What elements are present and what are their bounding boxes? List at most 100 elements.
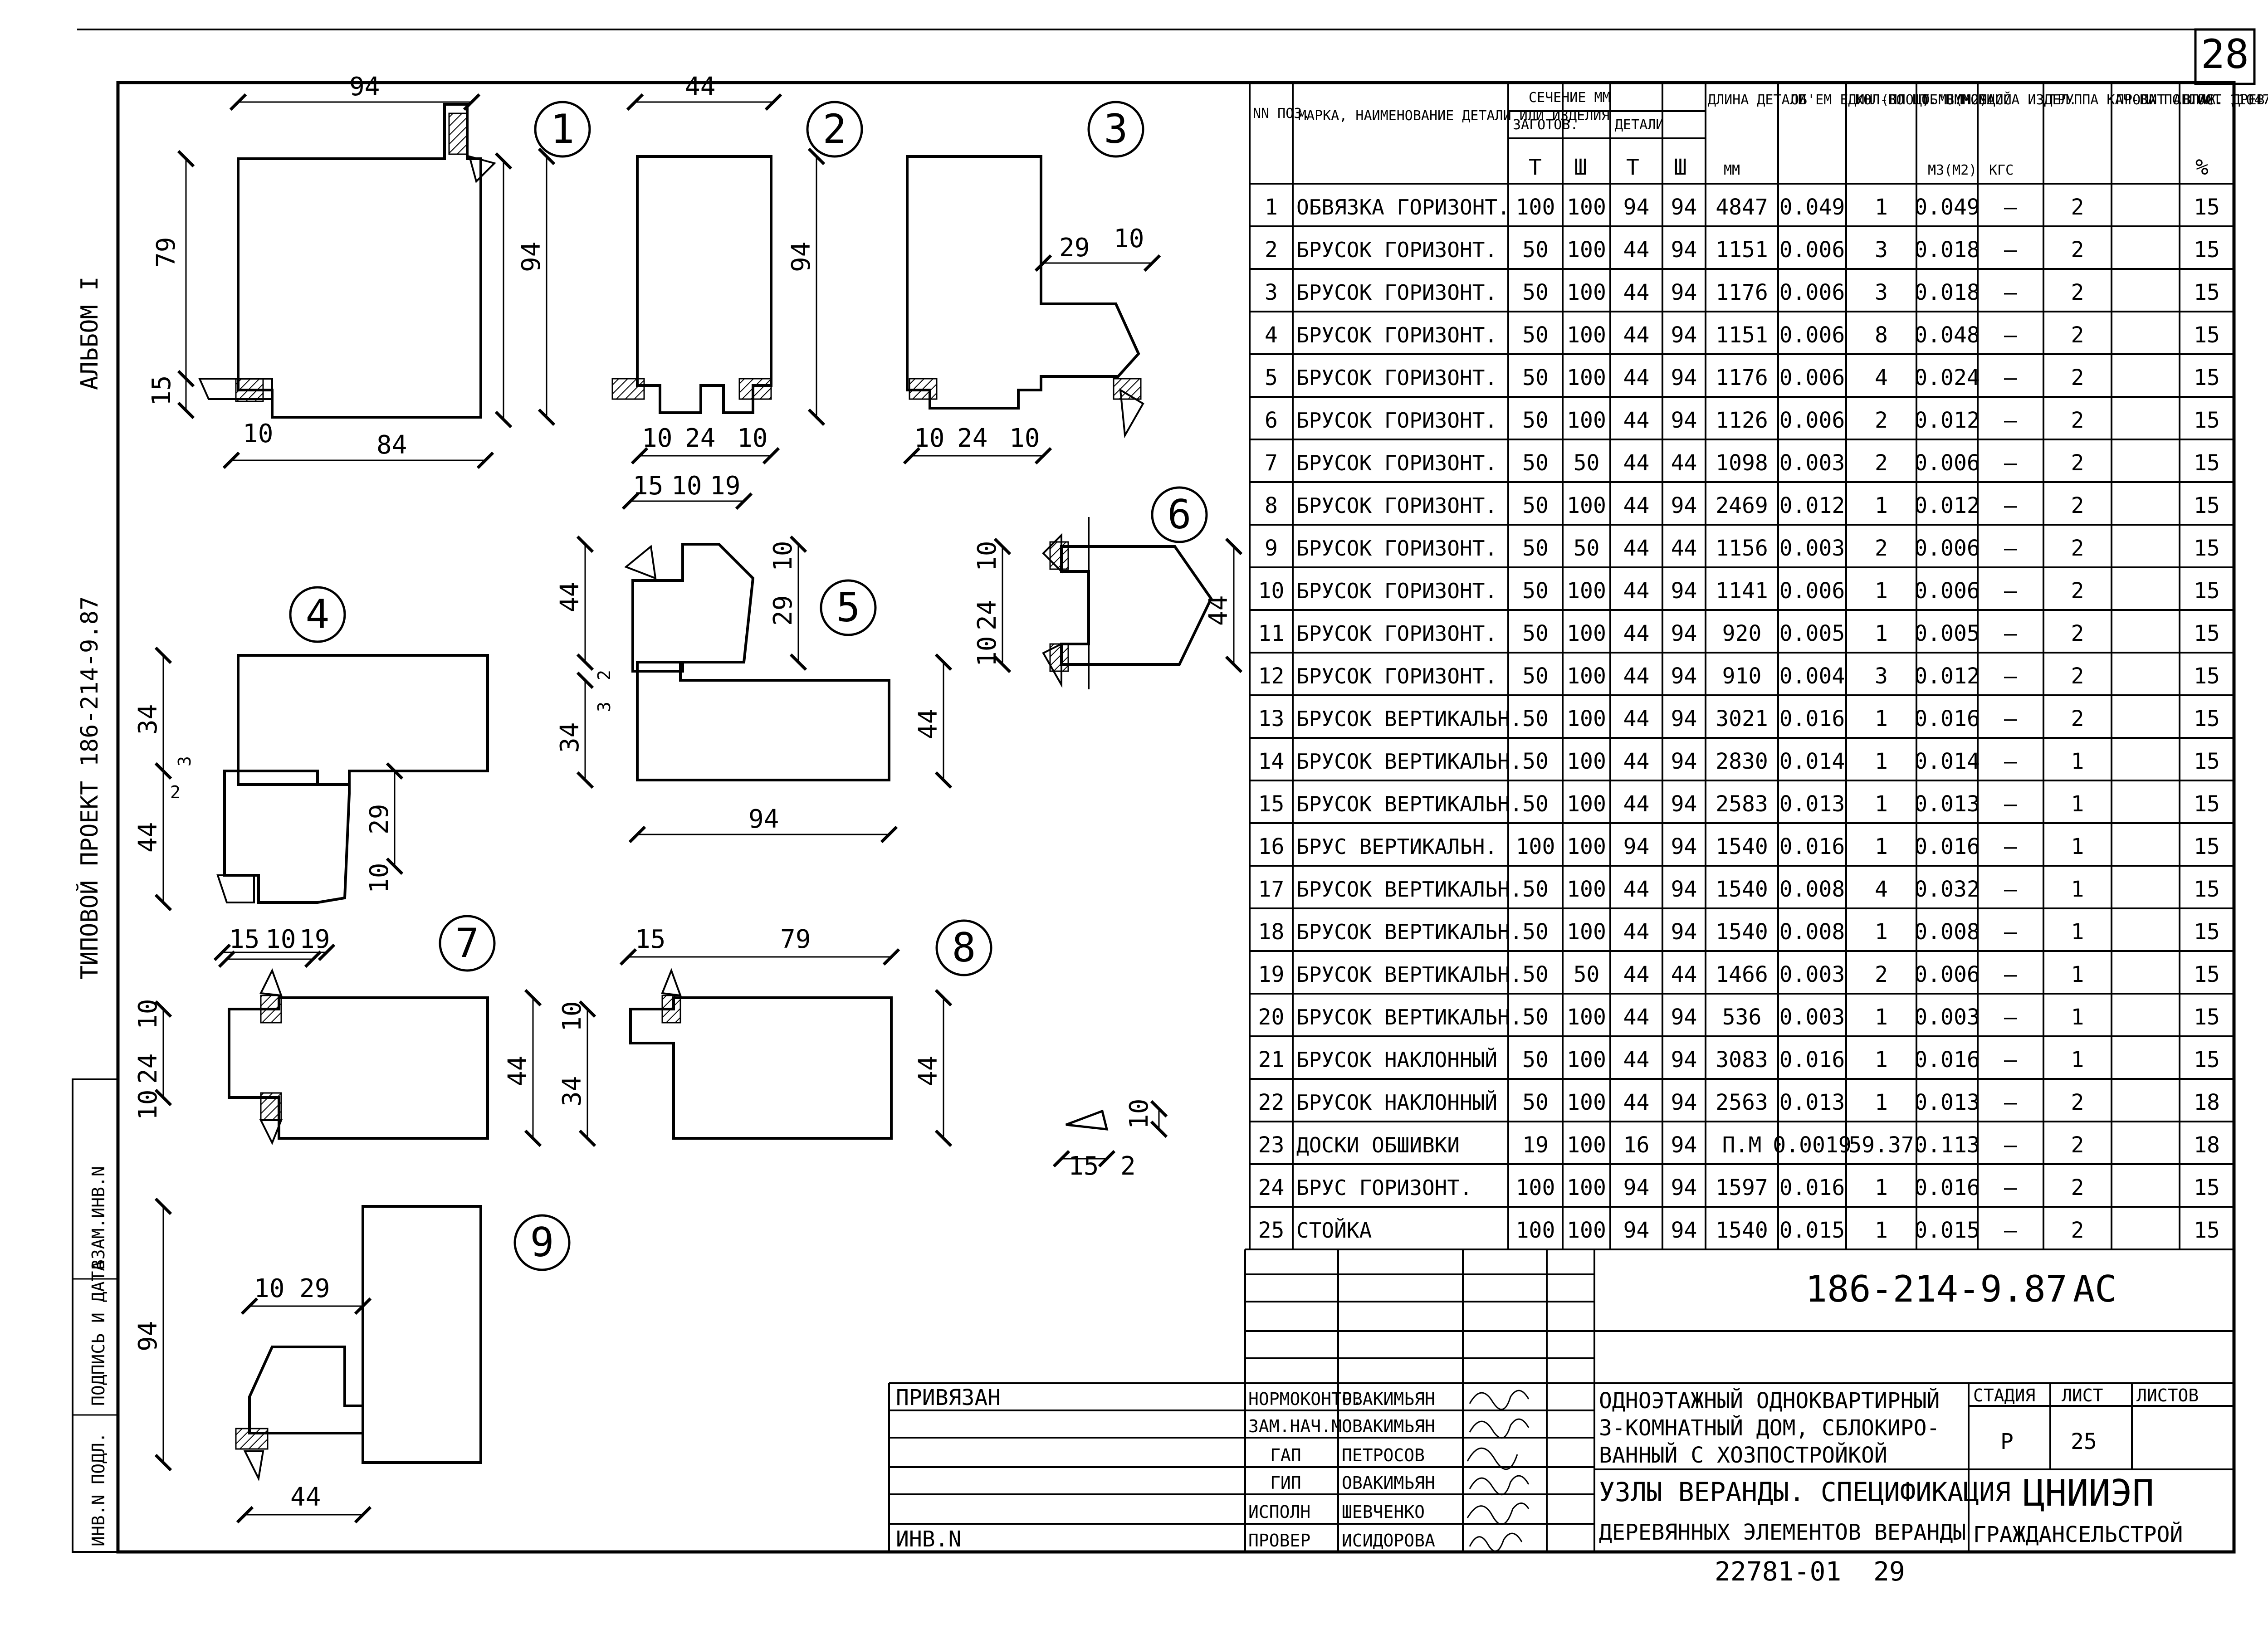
role-label: ИСПОЛН	[1248, 1502, 1310, 1522]
dim-text: 34	[555, 722, 585, 753]
archive-number: 22781-01	[1715, 1556, 1841, 1587]
table-cell: 50	[1522, 877, 1549, 902]
section-8	[578, 919, 992, 1147]
table-cell: 1151	[1716, 322, 1768, 348]
table-cell: 1	[2071, 791, 2084, 817]
table-cell: —	[2004, 365, 2017, 390]
table-cell: 0.012	[1914, 663, 1980, 689]
table-cell: 100	[1516, 834, 1555, 859]
doc-code: 186-214-9.87	[1805, 1268, 2068, 1310]
table-cell: 94	[1671, 1047, 1697, 1073]
table-cell: 0.003	[1914, 1005, 1980, 1030]
table-cell: —	[2004, 493, 2017, 518]
section-number-7: 7	[455, 920, 479, 966]
table-cell: —	[2004, 621, 2017, 646]
person-name: ОВАКИМЬЯН	[1342, 1416, 1435, 1436]
table-cell: 3	[1265, 280, 1278, 305]
table-cell: 0.008	[1914, 919, 1980, 945]
table-cell: 24	[1258, 1175, 1285, 1200]
header-grade: ГРУППА КАЧ-ВА ПО ГОСТ 11047-72	[2049, 92, 2268, 108]
table-cell: 50	[1522, 237, 1549, 263]
table-cell: —	[2004, 408, 2017, 433]
table-cell: 44	[1671, 450, 1697, 476]
table-cell: 15	[2194, 1218, 2220, 1243]
table-cell: 2830	[1716, 749, 1768, 774]
dim-text: 44	[1204, 595, 1233, 626]
dim-text: 10	[1114, 224, 1144, 254]
table-cell: 44	[1623, 749, 1650, 774]
section-number-3: 3	[1104, 106, 1128, 152]
dim-text: 44	[503, 1056, 533, 1086]
table-cell: 0.005	[1914, 621, 1980, 646]
dim-text: 2	[594, 670, 614, 680]
table-cell: 15	[2194, 962, 2220, 987]
dim-text: 34	[133, 704, 163, 735]
table-cell: 15	[2194, 663, 2220, 689]
table-cell: 3	[1875, 237, 1888, 263]
table-cell: 0.005	[1779, 621, 1845, 646]
signature-roles: НОРМОКОНТР. ОВАКИМЬЯН ЗАМ.НАЧ.М ОВАКИМЬЯ…	[1248, 1389, 1435, 1551]
table-cell: 2	[2071, 450, 2084, 476]
table-cell: 94	[1671, 1175, 1697, 1200]
table-cell: 1141	[1716, 578, 1768, 604]
section-number-5: 5	[836, 584, 860, 631]
dim-text: 79	[780, 925, 811, 954]
dim-text: 15	[635, 925, 665, 954]
table-cell: 1	[2071, 749, 2084, 774]
table-cell: —	[2004, 706, 2017, 732]
table-cell: 50	[1522, 621, 1549, 646]
table-cell: БРУСОК ГОРИЗОНТ.	[1296, 408, 1497, 433]
section-board-23	[1052, 1100, 1168, 1168]
table-cell: 94	[1671, 365, 1697, 390]
dim-text: 44	[290, 1483, 321, 1512]
table-cell: 3	[1875, 280, 1888, 305]
table-cell: 10	[1258, 578, 1285, 604]
table-cell: 0.032	[1914, 877, 1980, 902]
table-cell: 0.014	[1779, 749, 1845, 774]
side-label-sign: ПОДПИСЬ И ДАТА	[88, 1261, 108, 1406]
archive-page: 29	[1873, 1556, 1905, 1587]
dim-text: 10	[973, 541, 1002, 571]
dim-text: 24	[685, 424, 715, 453]
table-cell: 94	[1671, 919, 1697, 945]
table-cell: 94	[1671, 834, 1697, 859]
table-cell: 44	[1623, 706, 1650, 732]
table-cell: БРУСОК ГОРИЗОНТ.	[1296, 280, 1497, 305]
table-cell: 4	[1265, 322, 1278, 348]
table-cell: —	[2004, 280, 2017, 305]
table-cell: 0.016	[1779, 1175, 1845, 1200]
table-cell: 1	[1875, 493, 1888, 518]
section-6	[993, 486, 1243, 689]
table-cell: 1	[2071, 919, 2084, 945]
dim-text: 15	[147, 376, 176, 406]
table-cell: 94	[1671, 1090, 1697, 1115]
table-cell: 94	[1671, 578, 1697, 604]
object-line: 3-КОМНАТНЫЙ ДОМ, СБЛОКИРО-	[1599, 1415, 1940, 1441]
table-cell: 4847	[1716, 195, 1768, 220]
dim-text: 44	[914, 709, 943, 739]
table-cell: БРУСОК ГОРИЗОНТ.	[1296, 579, 1497, 603]
table-cell: 100	[1567, 877, 1606, 902]
table-cell: 8	[1875, 322, 1888, 348]
section-1	[177, 93, 591, 469]
table-cell: БРУСОК ГОРИЗОНТ.	[1296, 664, 1497, 688]
dim-text: 10	[557, 1001, 587, 1032]
table-cell: 50	[1522, 1005, 1549, 1030]
table-cell: 100	[1567, 322, 1606, 348]
table-cell: —	[2004, 1090, 2017, 1115]
table-cell: 4	[1875, 877, 1888, 902]
doc-mark: АС	[2073, 1268, 2116, 1310]
sheet-title-line: УЗЛЫ ВЕРАНДЫ. СПЕЦИФИКАЦИЯ	[1599, 1477, 2011, 1507]
section-drawings	[154, 93, 1243, 1524]
dim-text: 10	[737, 424, 767, 453]
table-cell: 2	[2071, 365, 2084, 390]
dim-text: 24	[973, 600, 1002, 630]
table-cell: 50	[1522, 408, 1549, 433]
table-cell: 94	[1671, 1132, 1697, 1158]
table-cell: 1	[2071, 962, 2084, 987]
table-cell: 0.006	[1914, 450, 1980, 476]
table-cell: 100	[1567, 195, 1606, 220]
header-vol-total: ОБ'ЕМ ОБЩИЙ	[1921, 92, 2012, 108]
role-label: ГАП	[1270, 1445, 1301, 1465]
table-cell: 2	[1875, 962, 1888, 987]
